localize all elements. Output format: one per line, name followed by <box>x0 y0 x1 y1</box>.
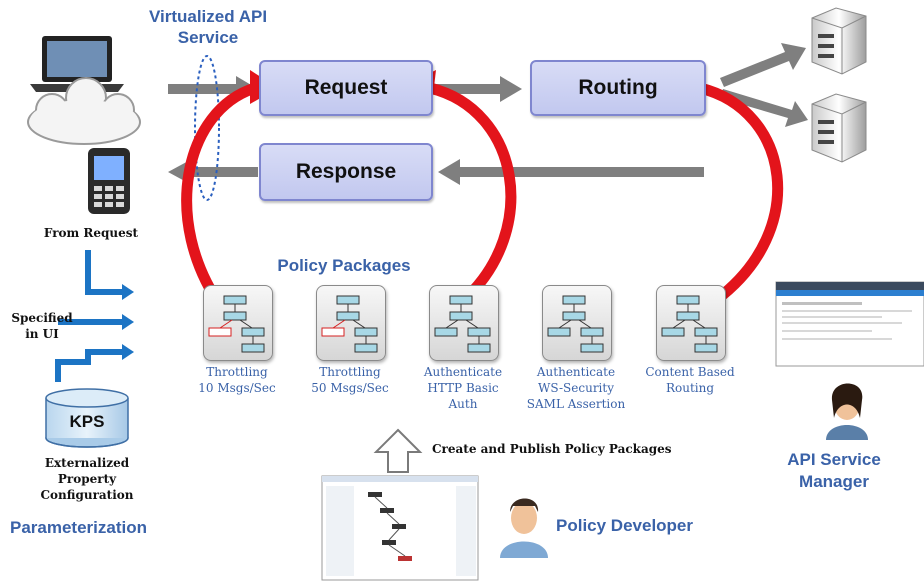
kps-database-icon <box>45 388 129 448</box>
policy-package-icon[interactable] <box>656 285 726 361</box>
routing-label: Routing <box>578 76 658 99</box>
externalized-line-2: Property <box>57 472 117 486</box>
api-service-manager-line-2: Manager <box>799 472 869 491</box>
mobile-phone-icon <box>88 148 130 214</box>
policy-package-icon[interactable] <box>203 285 273 361</box>
policy-package-icon[interactable] <box>316 285 386 361</box>
specified-in-ui-line-1: Specified <box>11 311 73 325</box>
policy-package-icon[interactable] <box>542 285 612 361</box>
from-request-label: From Request <box>43 226 139 240</box>
policy-studio-screenshot <box>321 475 479 581</box>
gray-arrow-to-server-1 <box>720 43 806 87</box>
blue-connector-arrows <box>55 250 124 382</box>
api-service-manager-label: API Service Manager <box>782 449 886 493</box>
flowchart-icon <box>661 295 718 353</box>
gray-arrow-to-response <box>438 159 704 185</box>
externalized-property-configuration-label: Externalized Property Configuration <box>28 455 146 503</box>
specified-in-ui-label: Specified in UI <box>6 310 78 342</box>
policy-package-label-line: 50 Msgs/Sec <box>311 381 389 395</box>
policy-package-label-line: Content Based <box>645 365 735 379</box>
specified-in-ui-line-2: in UI <box>25 327 59 341</box>
up-arrow-icon <box>373 428 423 473</box>
request-box: Request <box>259 60 433 116</box>
policy-package-icon[interactable] <box>429 285 499 361</box>
policy-packages-heading: Policy Packages <box>277 256 411 275</box>
api-manager-console-screenshot <box>775 281 924 367</box>
person-developer-icon <box>500 498 548 558</box>
policy-package-label-line: Throttling <box>319 365 381 379</box>
routing-box: Routing <box>530 60 706 116</box>
externalized-line-3: Configuration <box>40 488 134 502</box>
flowchart-icon <box>321 295 378 353</box>
kps-label: KPS <box>69 412 105 431</box>
service-boundary-ellipse <box>194 55 220 201</box>
policy-package-label-line: SAML Assertion <box>526 397 626 411</box>
create-publish-label: Create and Publish Policy Packages <box>432 442 672 456</box>
response-label: Response <box>295 160 397 183</box>
policy-package-label: Throttling 10 Msgs/Sec <box>167 364 307 396</box>
api-service-manager-line-1: API Service <box>787 450 881 469</box>
server-icon <box>811 7 867 75</box>
request-label: Request <box>304 76 388 99</box>
policy-package-label-line: WS-Security <box>538 381 614 395</box>
flowchart-icon <box>208 295 265 353</box>
policy-developer-label: Policy Developer <box>556 516 694 535</box>
policy-package-label: Throttling 50 Msgs/Sec <box>280 364 420 396</box>
gray-arrow-to-server-2 <box>720 89 808 127</box>
flowchart-icon <box>547 295 604 353</box>
policy-package-label-line: Throttling <box>206 365 268 379</box>
externalized-line-1: Externalized <box>44 456 130 470</box>
policy-package-label-line: 10 Msgs/Sec <box>198 381 276 395</box>
response-box: Response <box>259 143 433 201</box>
cloud-icon <box>27 77 141 145</box>
policy-package-label-line: Routing <box>665 381 715 395</box>
parameterization-label: Parameterization <box>10 518 147 537</box>
person-manager-icon <box>826 383 868 440</box>
policy-package-label-line: Authenticate <box>423 365 503 379</box>
policy-package-label-line: HTTP Basic <box>427 381 499 395</box>
gray-arrow-to-routing <box>433 76 522 102</box>
policy-package-label-line: Auth <box>448 397 478 411</box>
virtualized-api-service-title: Virtualized API Service <box>148 7 268 47</box>
policy-package-label-line: Authenticate <box>536 365 616 379</box>
flowchart-icon <box>434 295 491 353</box>
gray-arrow-to-client <box>168 159 258 185</box>
server-icon <box>811 93 867 163</box>
